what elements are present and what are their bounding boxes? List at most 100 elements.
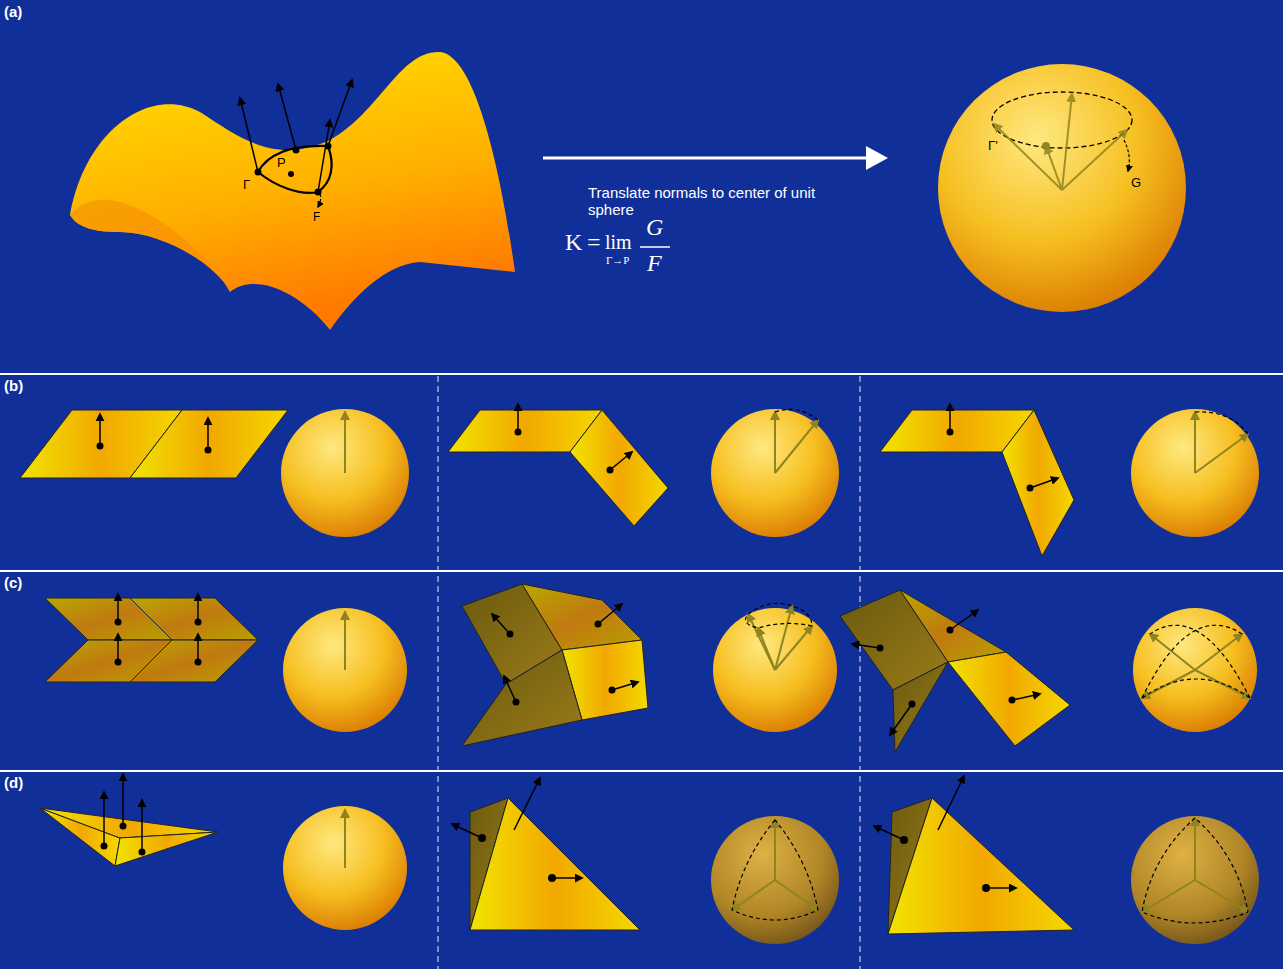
image-curve (1195, 412, 1248, 434)
surface-normal (492, 604, 638, 702)
curve-point (478, 834, 486, 842)
curve-point (255, 143, 332, 196)
curve-point (513, 699, 520, 706)
translated-normal (1195, 434, 1248, 473)
flat-plane (130, 410, 288, 478)
folded-plane (893, 662, 948, 752)
caption-note: Translate normals to center of unit sphe… (588, 184, 838, 219)
curve-point (900, 836, 908, 844)
curve-point (947, 429, 954, 436)
surface-normal (99, 414, 101, 446)
panel-divider (0, 373, 1283, 375)
formula-symbol: G (646, 214, 663, 242)
surface-normal (452, 778, 582, 878)
area-label: F (313, 211, 320, 225)
surface-normal (612, 682, 638, 690)
saddle-surface (70, 200, 230, 292)
translated-normal (732, 820, 818, 910)
curve-point (101, 843, 108, 850)
curve-point (205, 447, 212, 454)
flat-plane (20, 410, 288, 478)
curve-point (548, 874, 556, 882)
unit-sphere (711, 409, 839, 537)
translate-arrow (543, 157, 870, 160)
flat-plane (130, 598, 258, 640)
image-curve (775, 409, 818, 420)
flat-plane (40, 808, 218, 866)
area-pointer (1124, 140, 1129, 171)
translated-normal (1195, 880, 1248, 912)
image-curve (1142, 625, 1250, 698)
folded-plane (900, 590, 1006, 662)
surface-normal (610, 452, 632, 470)
unit-sphere (283, 608, 407, 732)
curve-point (982, 884, 990, 892)
translated-normal (1046, 146, 1062, 190)
curve-point (877, 645, 884, 652)
translated-normal (758, 628, 775, 670)
folded-plane (570, 410, 668, 526)
column-divider (438, 376, 860, 969)
translated-normal (344, 412, 346, 473)
surface-normal (197, 634, 199, 662)
translated-normal (732, 880, 775, 910)
folded-plane (448, 410, 668, 526)
curve-point (507, 621, 616, 706)
area-pointer (318, 194, 321, 207)
formula-subscript: Γ→P (606, 254, 629, 267)
translate-arrow (866, 146, 888, 170)
surface-normal (504, 676, 516, 702)
curve-point (877, 627, 1016, 708)
surface-normal (492, 614, 510, 634)
curve-point (120, 823, 127, 830)
saddle-surface (70, 52, 515, 330)
surface-normal (141, 800, 143, 852)
folded-plane (462, 584, 648, 746)
unit-sphere (283, 806, 407, 930)
unit-sphere (711, 816, 839, 944)
curve-point (515, 429, 522, 436)
translated-normal (775, 880, 818, 910)
surface-normal (197, 594, 199, 622)
surface-normal (278, 84, 296, 150)
curve-point (97, 443, 212, 454)
folded-plane (880, 410, 1074, 556)
flat-plane (130, 640, 258, 682)
pyramid (470, 798, 640, 930)
translated-normal (1150, 634, 1195, 670)
pyramid (888, 798, 1074, 934)
translate-arrow (543, 146, 888, 170)
curve-point (478, 834, 556, 882)
surface-normal (318, 120, 330, 192)
panel-letter: (a) (4, 3, 22, 20)
translated-normal (775, 412, 818, 473)
translated-normal (344, 612, 346, 670)
curve-point (255, 169, 262, 176)
unit-sphere (1131, 409, 1259, 537)
curve-point (115, 659, 122, 666)
surface-normal (890, 704, 912, 735)
boundary-curve (258, 146, 332, 193)
translated-normal (748, 614, 775, 670)
translated-normal (1062, 94, 1072, 190)
surface-normal (1030, 478, 1058, 488)
image-curve (1142, 818, 1248, 923)
panel-letter: (d) (4, 774, 23, 791)
formula-symbol: K (565, 229, 582, 257)
curve-point (288, 171, 294, 177)
curve-label: Γ' (988, 139, 998, 154)
curve-point (1009, 697, 1016, 704)
surface-normal (938, 776, 964, 830)
surface-normal (1012, 694, 1040, 700)
saddle-surface (70, 52, 515, 330)
boundary-curve (258, 146, 332, 193)
curve-point (609, 687, 616, 694)
surface-normal (122, 774, 124, 826)
translated-normal (994, 94, 1127, 190)
surface-normal (949, 404, 951, 432)
formula-symbol: lim (605, 231, 632, 254)
curve-point (947, 429, 1034, 492)
